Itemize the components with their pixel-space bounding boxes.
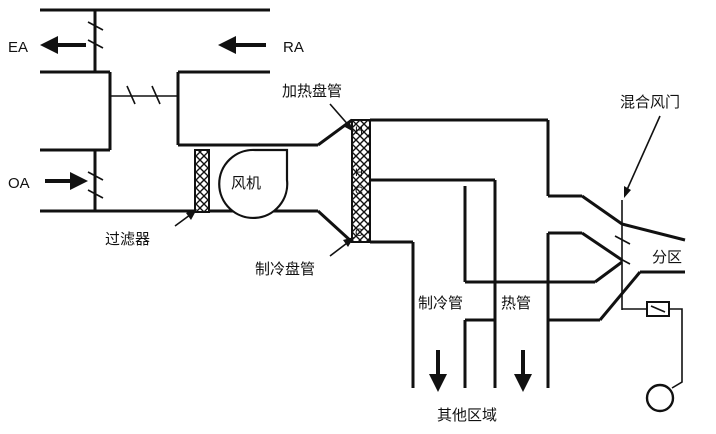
outdoor-damper-icon	[87, 171, 104, 199]
return-exhaust-duct	[40, 8, 270, 152]
zone-label: 分区	[652, 248, 683, 266]
fan-label: 风机	[231, 174, 262, 192]
cooling-coil-label: 制冷盘管	[255, 260, 316, 278]
mixing-damper-icon	[614, 200, 631, 310]
filter-label: 过滤器	[105, 230, 151, 248]
oa-arrow-icon	[45, 172, 88, 190]
coil-c-label-mid: C	[355, 185, 363, 197]
coil-c-label-bottom: C	[355, 227, 363, 239]
mixing-damper-label: 混合风门	[620, 93, 681, 111]
outdoor-air-duct	[40, 150, 195, 213]
ea-arrow-icon	[40, 36, 86, 54]
coil-block	[351, 119, 371, 243]
cold-duct-label: 制冷管	[418, 294, 464, 312]
ra-arrow-icon	[218, 36, 266, 54]
cold-duct	[370, 186, 548, 388]
leader-lines	[174, 103, 661, 257]
hot-duct	[370, 118, 686, 388]
hot-duct-label: 热管	[501, 294, 532, 312]
oa-label: OA	[8, 175, 30, 192]
fan-icon	[218, 148, 289, 220]
exhaust-damper-icon	[87, 21, 104, 49]
recirculation-damper-icon	[110, 85, 178, 105]
coil-h-label-top: H	[355, 125, 363, 137]
filter-icon	[194, 149, 210, 213]
hot-down-arrow-icon	[514, 350, 532, 392]
heating-coil-label: 加热盘管	[282, 82, 343, 100]
ra-label: RA	[283, 39, 304, 56]
cold-down-arrow-icon	[429, 350, 447, 392]
thermostat-icon	[645, 383, 675, 413]
zone-branch-duct	[548, 231, 685, 322]
coil-h-label-mid: H	[355, 167, 363, 179]
other-zones-label: 其他区域	[437, 406, 498, 424]
ea-label: EA	[8, 39, 29, 56]
actuator-icon	[622, 301, 683, 389]
